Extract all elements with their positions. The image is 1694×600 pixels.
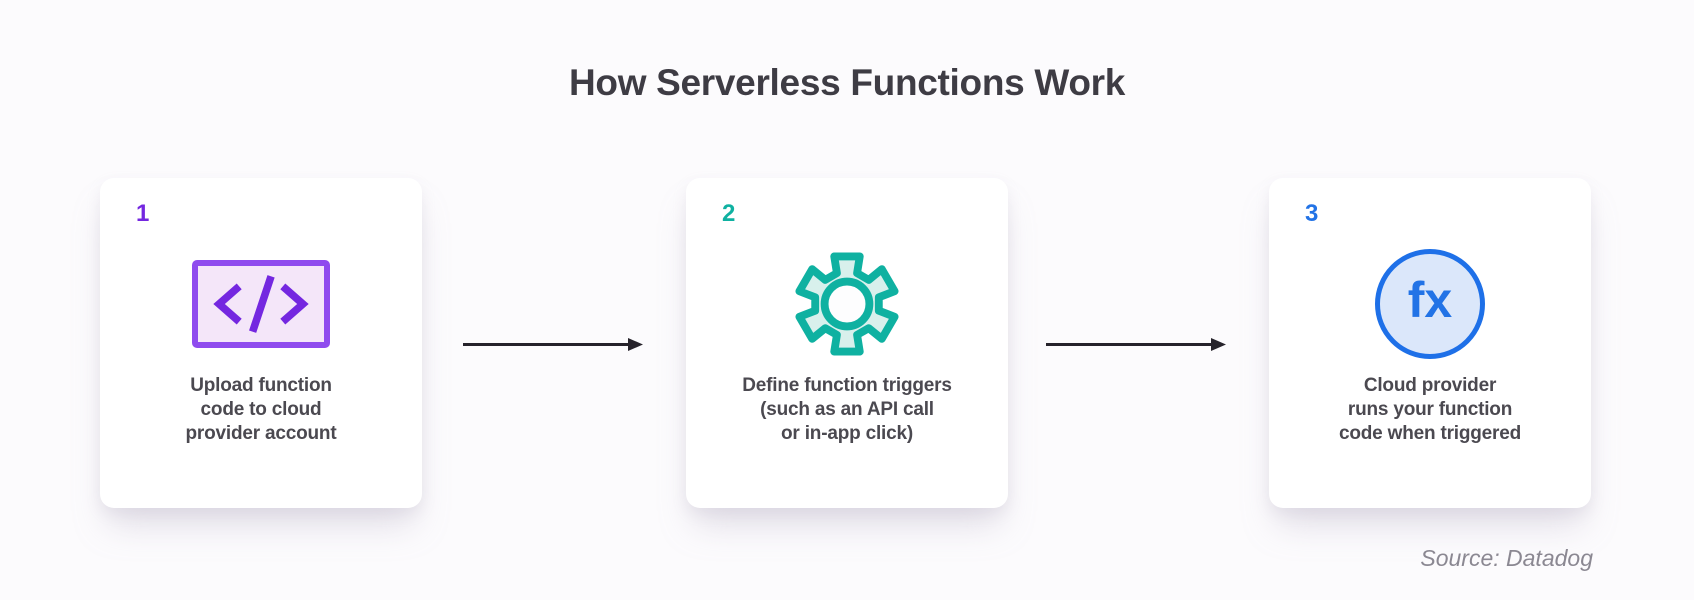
code-brackets-glyph: [213, 275, 309, 333]
step-number-1: 1: [136, 200, 150, 227]
fx-icon: fx: [1269, 246, 1591, 362]
step-label-3: Cloud provider runs your function code w…: [1338, 375, 1521, 444]
gear-icon: [686, 246, 1008, 362]
step-number-2: 2: [722, 200, 736, 227]
step-card-1: 1 Upload function code to cloud provider…: [100, 178, 422, 508]
step-number-3: 3: [1305, 200, 1319, 227]
code-icon: [100, 246, 422, 362]
step-label-1: Upload function code to cloud provider a…: [185, 375, 337, 444]
code-icon-box: [192, 260, 330, 348]
step-label-2: Define function triggers (such as an API…: [742, 375, 952, 444]
step-card-3: 3 fx Cloud provider runs your function c…: [1269, 178, 1591, 508]
fx-icon-circle: fx: [1375, 249, 1485, 359]
arrow-right-icon: [1046, 338, 1226, 351]
step-card-2: 2 Define function triggers (such as an A…: [686, 178, 1008, 508]
fx-glyph: fx: [1407, 272, 1453, 328]
gear-glyph: [795, 252, 899, 356]
arrow-right-icon: [463, 338, 643, 351]
diagram-title: How Serverless Functions Work: [568, 62, 1126, 103]
source-credit: Source: Datadog: [1420, 545, 1593, 571]
